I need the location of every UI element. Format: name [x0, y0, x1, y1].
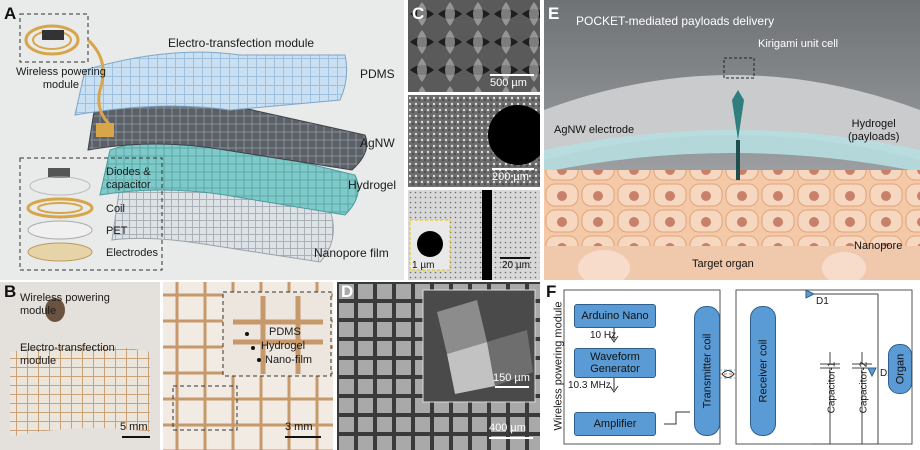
nanopore-label-e: Nanopore	[854, 240, 902, 252]
agnw-electrode-label: AgNW electrode	[554, 124, 634, 136]
scale-bar-500um	[490, 74, 534, 76]
scale-bar-20um	[500, 257, 530, 259]
panel-b: B Wireless powering module Electro-trans…	[0, 282, 160, 450]
panel-b-2: PDMS Hydrogel Nano-film 3 mm	[163, 282, 333, 450]
receiver-coil-box: Receiver coil	[750, 306, 776, 436]
sem-images-c	[408, 0, 540, 280]
panel-d-label: D	[341, 282, 353, 302]
b-pdms-label: PDMS	[269, 326, 301, 338]
wireless-module-label: Wireless powering module	[16, 66, 106, 92]
e-title: POCKET-mediated payloads delivery	[576, 14, 774, 28]
b-wireless-label: Wireless powering module	[20, 292, 110, 318]
scale-150um-text: 150 µm	[493, 372, 530, 384]
nanopore-film-label: Nanopore film	[314, 246, 389, 260]
hydrogel-payloads-label: Hydrogel (payloads)	[848, 118, 899, 144]
b-electro-label: Electro-transfection module	[20, 342, 115, 368]
panel-f-label: F	[546, 282, 556, 302]
amplifier-box: Amplifier	[574, 412, 656, 436]
scale-1um-text: 1 µm	[412, 260, 434, 271]
arduino-box: Arduino Nano	[574, 304, 656, 328]
scale-bar-5mm	[122, 436, 150, 438]
panel-e: E POCKET-mediated payloads delivery Kiri…	[544, 0, 920, 280]
transmitter-coil-box: Transmitter coil	[694, 306, 720, 436]
organ-box: Organ	[888, 344, 912, 394]
panel-c: C 500 µm 200 µm 1 µm 20 µm	[408, 0, 540, 280]
scale-500um-text: 500 µm	[490, 77, 527, 89]
diodes-label: Diodes & capacitor	[106, 166, 151, 192]
d1-label: D1	[816, 296, 829, 307]
scale-200um-text: 200 µm	[492, 171, 529, 183]
cap1-label: Capacitor-1	[826, 362, 837, 414]
panel-e-label: E	[548, 4, 559, 24]
mhz-label: 10.3 MHz	[568, 380, 611, 391]
scale-bar-400um	[489, 437, 533, 439]
panel-c-label: C	[412, 4, 424, 24]
hz-label: 10 Hz	[590, 330, 616, 341]
organ-label: Organ	[894, 354, 906, 385]
panel-b-label: B	[4, 282, 16, 302]
transmitter-label: Transmitter coil	[701, 334, 713, 409]
target-organ-label: Target organ	[692, 258, 754, 270]
cap2-label: Capacitor-2	[858, 362, 869, 414]
agnw-label: AgNW	[360, 136, 395, 150]
waveform-box: Waveform Generator	[574, 348, 656, 378]
panel-a-label: A	[4, 4, 16, 24]
kirigami-label: Kirigami unit cell	[758, 38, 838, 50]
receiver-label: Receiver coil	[757, 340, 769, 403]
f-side-label: Wireless powering module	[553, 302, 565, 431]
coil-label: Coil	[106, 203, 125, 215]
scale-5mm-text: 5 mm	[120, 421, 148, 433]
b-hydrogel-label: Hydrogel	[261, 340, 305, 352]
scale-400um-text: 400 µm	[489, 422, 526, 434]
scale-bar-150um	[495, 386, 529, 388]
panel-a: A Wireless powering module Electro-trans…	[0, 0, 404, 280]
electrodes-label: Electrodes	[106, 247, 158, 259]
b-nanofilm-label: Nano-film	[265, 354, 312, 366]
scale-bar-200um	[492, 168, 534, 170]
scale-20um-text: 20 µm	[502, 260, 530, 271]
panel-f: F Wireless powering module Arduino Nano …	[544, 282, 920, 450]
pdms-label: PDMS	[360, 67, 395, 81]
panel-d: D 150 µm 400 µm	[337, 282, 540, 450]
pet-label: PET	[106, 225, 127, 237]
pdms-layer	[75, 52, 347, 115]
scale-bar-3mm	[285, 436, 321, 438]
electro-module-label: Electro-transfection module	[168, 36, 314, 50]
scale-3mm-text: 3 mm	[285, 421, 313, 433]
hydrogel-label: Hydrogel	[348, 178, 396, 192]
